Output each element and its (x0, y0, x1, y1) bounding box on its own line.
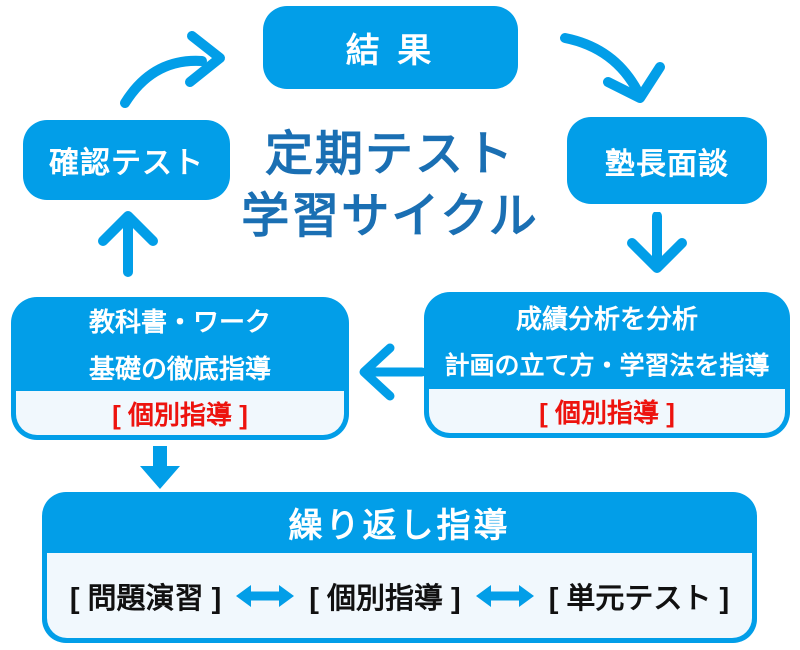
textbook-line1: 教科書・ワーク (88, 307, 271, 337)
arrow-up-icon (98, 211, 158, 277)
double-arrow-icon (475, 584, 534, 607)
diagram-title-line2: 学習サイクル (241, 190, 539, 243)
textbook-guidance-text: 教科書・ワーク 基礎の徹底指導 (16, 297, 344, 391)
repeat-item-unit-test: [ 単元テスト ] (548, 582, 730, 615)
arrow-left-icon (359, 343, 427, 401)
repeat-guidance-title: 繰り返し指導 (288, 507, 511, 545)
analysis-guidance-text: 成績分析を分析 計画の立て方・学習法を指導 (429, 292, 785, 389)
repeat-guidance-band: [ 問題演習 ] [ 個別指導 ] [ 単元テスト ] (47, 553, 752, 638)
arrow-down-icon (627, 212, 687, 273)
curved-arrow-down-right-icon (560, 33, 665, 103)
diagram-title: 定期テスト 学習サイクル (215, 124, 565, 248)
result-box: 結 果 (263, 6, 518, 89)
double-arrow-icon (236, 584, 295, 607)
analysis-tag-band: [ 個別指導 ] (429, 389, 785, 433)
repeat-item-individual: [ 個別指導 ] (309, 582, 461, 615)
result-label: 結 果 (345, 32, 436, 70)
principal-meeting-box: 塾長面談 (567, 117, 767, 204)
solid-arrow-down-icon (140, 446, 180, 489)
check-test-label: 確認テスト (49, 147, 204, 180)
analysis-line2: 計画の立て方・学習法を指導 (444, 352, 770, 380)
textbook-guidance-box: 教科書・ワーク 基礎の徹底指導 [ 個別指導 ] (11, 297, 349, 440)
textbook-tag-band: [ 個別指導 ] (16, 391, 344, 435)
repeat-guidance-box: 繰り返し指導 [ 問題演習 ] [ 個別指導 ] [ 単元テスト ] (42, 492, 757, 643)
diagram-title-line1: 定期テスト (264, 128, 515, 181)
curved-arrow-up-right-icon (120, 31, 225, 108)
textbook-line2: 基礎の徹底指導 (88, 354, 271, 384)
check-test-box: 確認テスト (23, 120, 230, 200)
principal-meeting-label: 塾長面談 (605, 147, 729, 181)
repeat-item-problem-practice: [ 問題演習 ] (69, 582, 222, 615)
analysis-tag: [ 個別指導 ] (539, 397, 675, 428)
analysis-guidance-box: 成績分析を分析 計画の立て方・学習法を指導 [ 個別指導 ] (424, 292, 790, 438)
textbook-tag: [ 個別指導 ] (112, 399, 248, 430)
analysis-line1: 成績分析を分析 (515, 304, 698, 334)
